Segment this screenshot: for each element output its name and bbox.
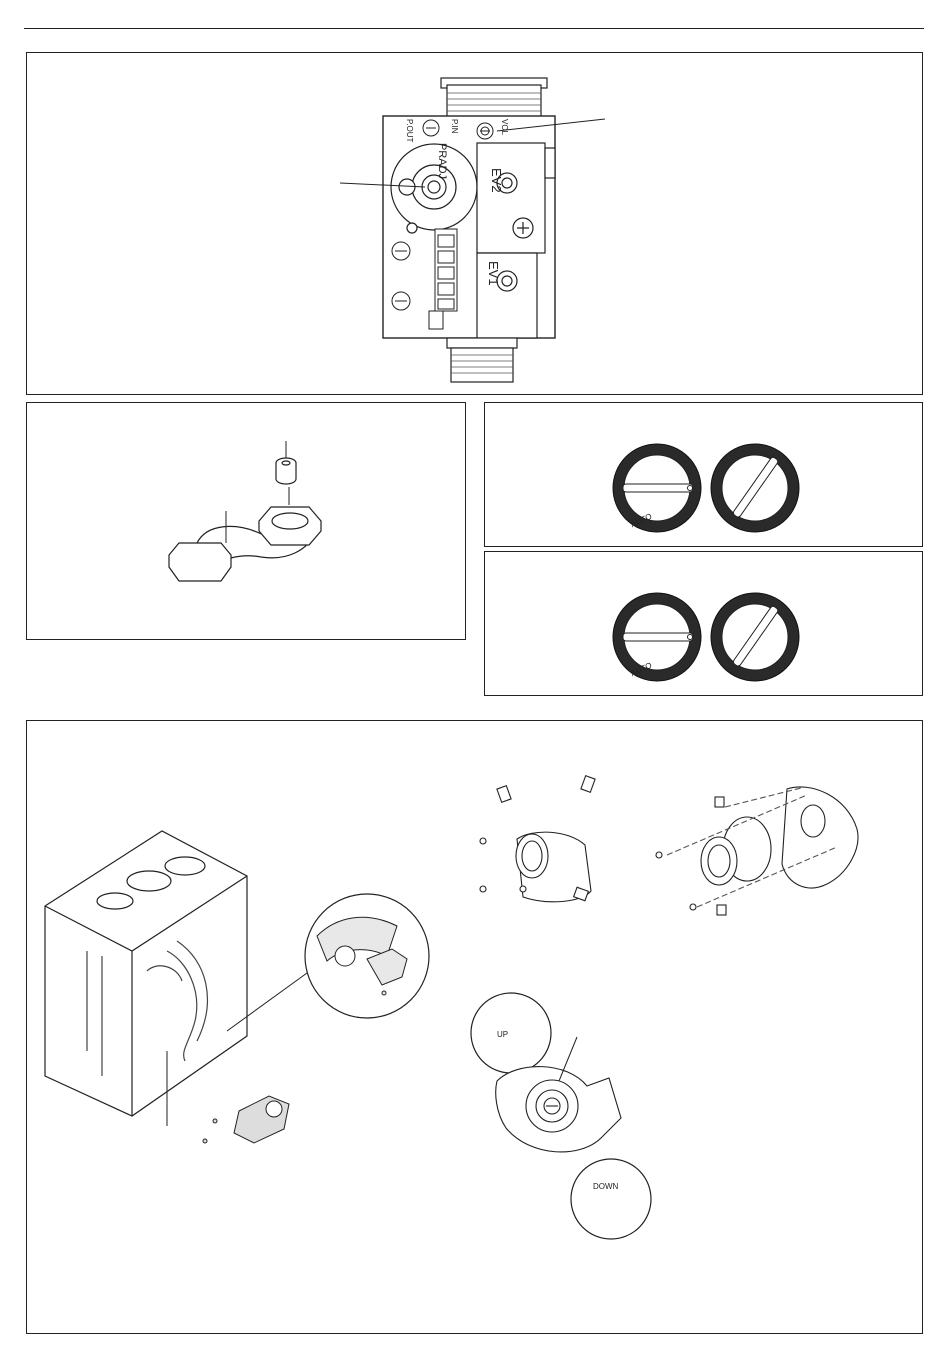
gas-valve-panel: P.OUT P.IN VOL PRADJ EV2 EV1 (26, 52, 923, 395)
top-connector (441, 78, 547, 119)
restrictor-nozzle (276, 458, 296, 484)
coil-ev1 (477, 253, 537, 338)
up-detail-circle (471, 993, 551, 1073)
coil-ev2-label: EV2 (489, 168, 504, 193)
control-knob-right-lower (711, 593, 799, 681)
control-knob-right-upper (711, 444, 799, 532)
venturi-part (203, 1096, 289, 1143)
control-knob-left-lower (613, 593, 701, 681)
gas-valve-icon: P.OUT P.IN VOL PRADJ EV2 EV1 (27, 53, 924, 396)
fan-venturi-icon (480, 776, 595, 902)
dial-panel-upper: AUTO (484, 402, 923, 547)
elbow-pipe (169, 507, 321, 581)
bottom-connector (447, 338, 517, 382)
magnifier-detail (305, 894, 429, 1018)
down-label: DOWN (593, 1182, 619, 1191)
elbow-pipe-icon (27, 403, 467, 641)
coil-ev1-label: EV1 (486, 261, 501, 286)
fan-housing-icon (656, 787, 858, 915)
down-detail-circle (571, 1159, 651, 1239)
header-rule (24, 28, 924, 29)
port-label-vol: VOL (500, 119, 509, 136)
valve-brand: PRADJ (436, 143, 448, 179)
dial-panel-lower: AUTO (484, 551, 923, 696)
boiler-icon (45, 831, 247, 1116)
boiler-assembly-panel: UP DOWN (26, 720, 923, 1334)
elbow-fitting-panel (26, 402, 466, 640)
control-knob-icon (613, 444, 701, 532)
coil-ev2 (477, 143, 555, 253)
up-label: UP (497, 1030, 508, 1039)
fan-assembly (496, 1067, 621, 1152)
port-label-pin: P.IN (450, 119, 459, 134)
port-label-pout: P.OUT (405, 119, 414, 143)
